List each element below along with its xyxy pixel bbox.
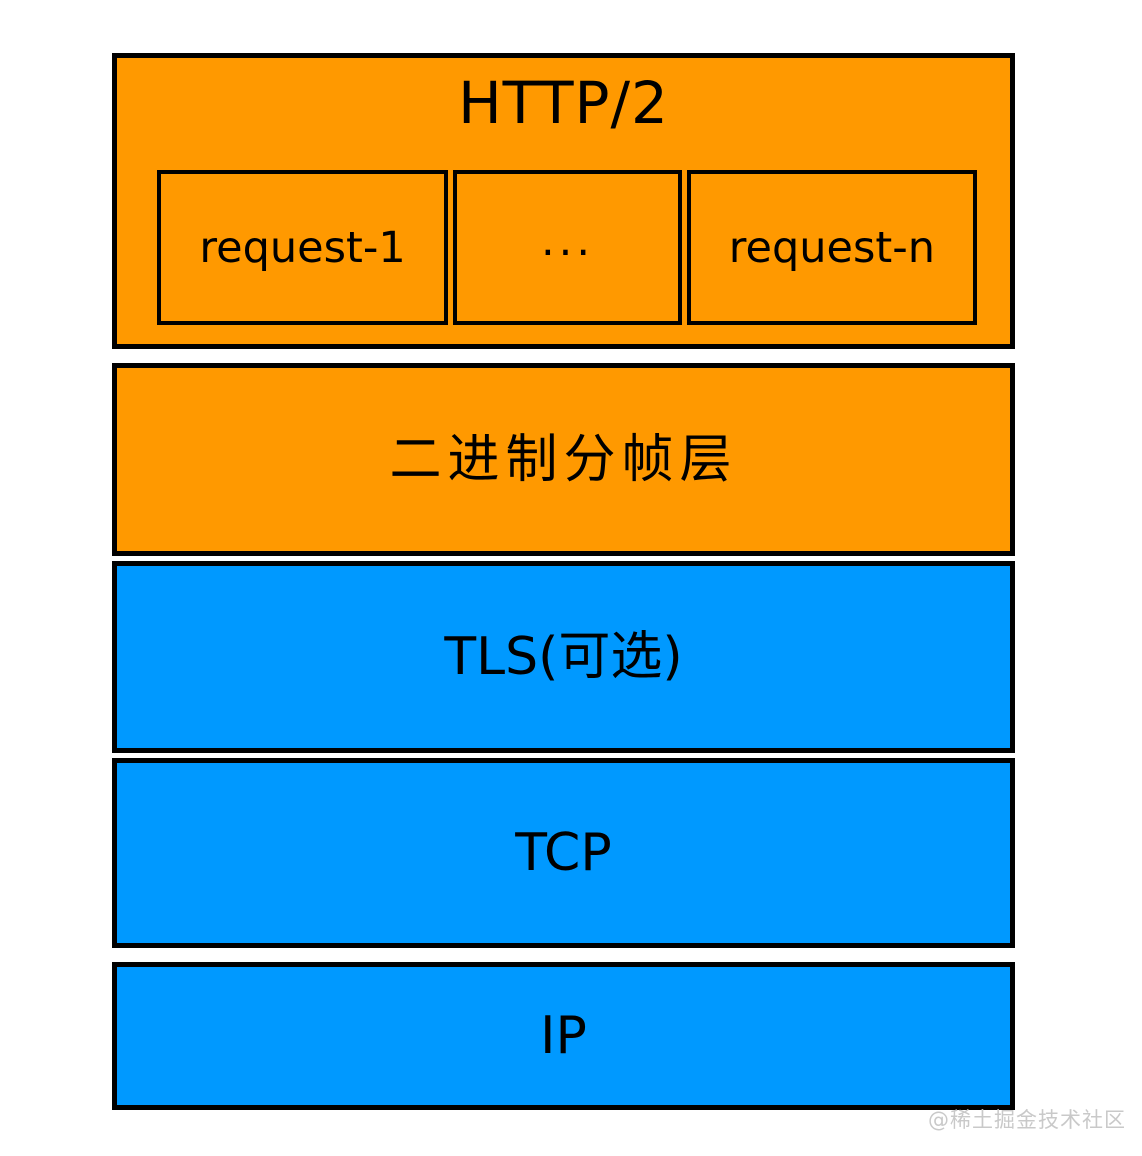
- layer-block-binary-framing[interactable]: 二进制分帧层: [112, 363, 1015, 556]
- layer-block-tcp[interactable]: TCP: [112, 758, 1015, 948]
- request-box-label: request-n: [728, 222, 936, 273]
- layer-block-http2[interactable]: HTTP/2 request-1 ... request-n: [112, 53, 1015, 349]
- layer-block-ip[interactable]: IP: [112, 962, 1015, 1110]
- watermark-text: @稀土掘金技术社区: [928, 1108, 1126, 1132]
- layer-label-binary-framing: 二进制分帧层: [389, 429, 738, 490]
- layer-label-ip: IP: [540, 1006, 587, 1066]
- layer-label-http2: HTTP/2: [458, 69, 669, 137]
- layer-label-tcp: TCP: [515, 823, 612, 883]
- request-box-label: ...: [540, 215, 594, 266]
- request-box-n[interactable]: request-n: [686, 170, 977, 325]
- request-box-1[interactable]: request-1: [157, 170, 449, 325]
- layer-block-tls[interactable]: TLS(可选): [112, 561, 1015, 753]
- request-box-label: request-1: [199, 222, 406, 273]
- request-row: request-1 ... request-n: [157, 170, 977, 325]
- request-box-ellipsis[interactable]: ...: [453, 170, 682, 325]
- layer-label-tls: TLS(可选): [444, 627, 683, 687]
